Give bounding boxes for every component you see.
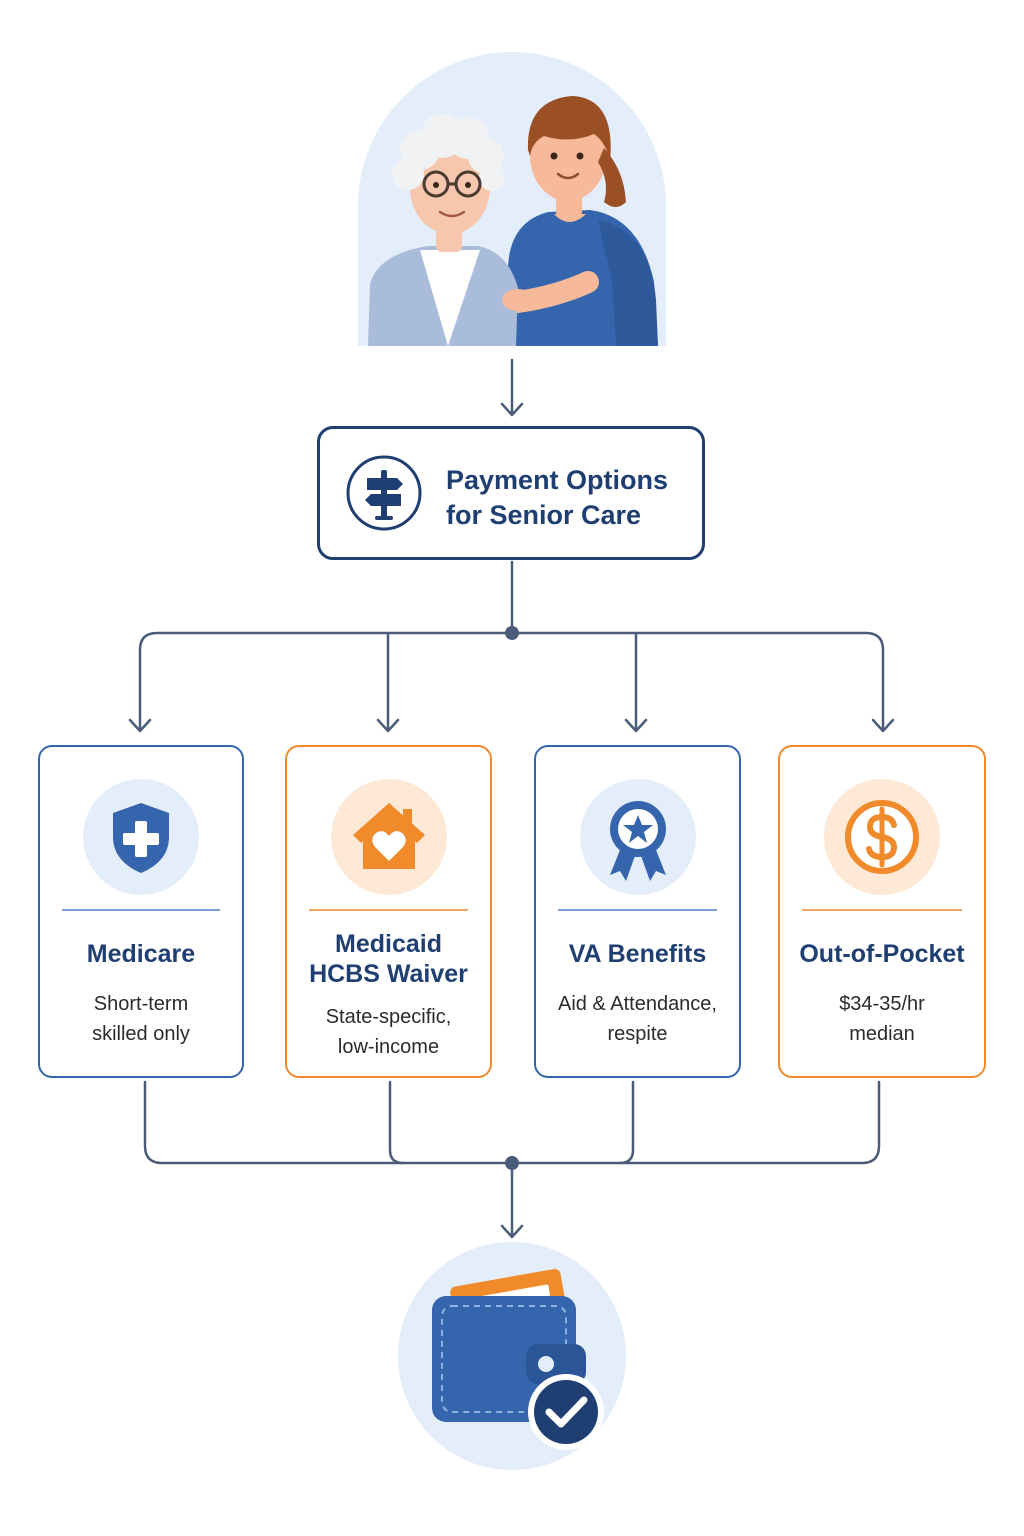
arrowhead-title	[500, 402, 524, 417]
option-desc-line-2: respite	[607, 1023, 668, 1045]
option-name-line-1: VA Benefits	[568, 940, 707, 968]
merge-dot	[505, 1156, 519, 1170]
title-line-2: for Senior Care	[446, 500, 642, 530]
caregiver-figure	[507, 96, 658, 346]
arrowhead-card-2	[376, 718, 400, 733]
senior-with-caregiver-illustration	[358, 52, 666, 346]
page-title: Payment Options for Senior Care	[446, 463, 696, 533]
option-desc-line-2: skilled only	[92, 1023, 190, 1045]
title-line-1: Payment Options	[446, 465, 669, 495]
branch-line	[138, 631, 885, 732]
option-card-medicaid[interactable]: Medicaid HCBS Waiver State-specific, low…	[285, 745, 492, 1078]
option-description: Short-term skilled only	[40, 989, 242, 1049]
option-name-line-2: HCBS Waiver	[309, 960, 468, 988]
option-desc-line-1: Aid & Attendance,	[557, 993, 717, 1015]
award-ribbon-icon	[579, 779, 696, 895]
dollar-coin-icon	[824, 779, 940, 895]
option-desc-line-1: Short-term	[93, 993, 189, 1015]
arrowhead-card-4	[871, 718, 895, 733]
arrowhead-card-1	[128, 718, 152, 733]
card-divider	[802, 909, 962, 911]
arrowhead-result	[500, 1224, 524, 1239]
merge-line	[143, 1080, 881, 1165]
option-description: $34-35/hr median	[780, 989, 984, 1049]
option-card-va-benefits[interactable]: VA Benefits Aid & Attendance, respite	[534, 745, 741, 1078]
senior-figure	[368, 114, 518, 346]
option-desc-line-2: low-income	[337, 1036, 440, 1058]
branch-dot	[505, 626, 519, 640]
option-description: State-specific, low-income	[287, 1002, 490, 1062]
option-name: Medicaid HCBS Waiver	[287, 929, 490, 989]
option-desc-line-1: State-specific,	[325, 1006, 452, 1028]
payment-options-title-box: Payment Options for Senior Care	[317, 426, 705, 560]
merge-line-2	[388, 1080, 405, 1165]
shield-plus-icon	[83, 779, 199, 895]
option-description: Aid & Attendance, respite	[536, 989, 739, 1049]
option-card-medicare[interactable]: Medicare Short-term skilled only	[38, 745, 244, 1078]
option-name: Medicare	[40, 939, 242, 969]
option-name-line-1: Out-of-Pocket	[799, 940, 965, 968]
wallet-check-icon	[398, 1242, 626, 1470]
card-divider	[62, 909, 220, 911]
option-desc-line-1: $34-35/hr	[839, 993, 925, 1015]
signpost-icon	[346, 455, 422, 531]
arrowhead-card-3	[624, 718, 648, 733]
option-name: VA Benefits	[536, 939, 739, 969]
option-name-line-1: Medicaid	[335, 930, 442, 958]
option-desc-line-2: median	[849, 1023, 915, 1045]
merge-line-3	[618, 1080, 635, 1165]
option-name: Out-of-Pocket	[780, 939, 984, 969]
option-name-line-1: Medicare	[86, 940, 196, 968]
option-card-out-of-pocket[interactable]: Out-of-Pocket $34-35/hr median	[778, 745, 986, 1078]
card-divider	[309, 909, 468, 911]
house-heart-icon	[330, 779, 447, 895]
card-divider	[558, 909, 717, 911]
